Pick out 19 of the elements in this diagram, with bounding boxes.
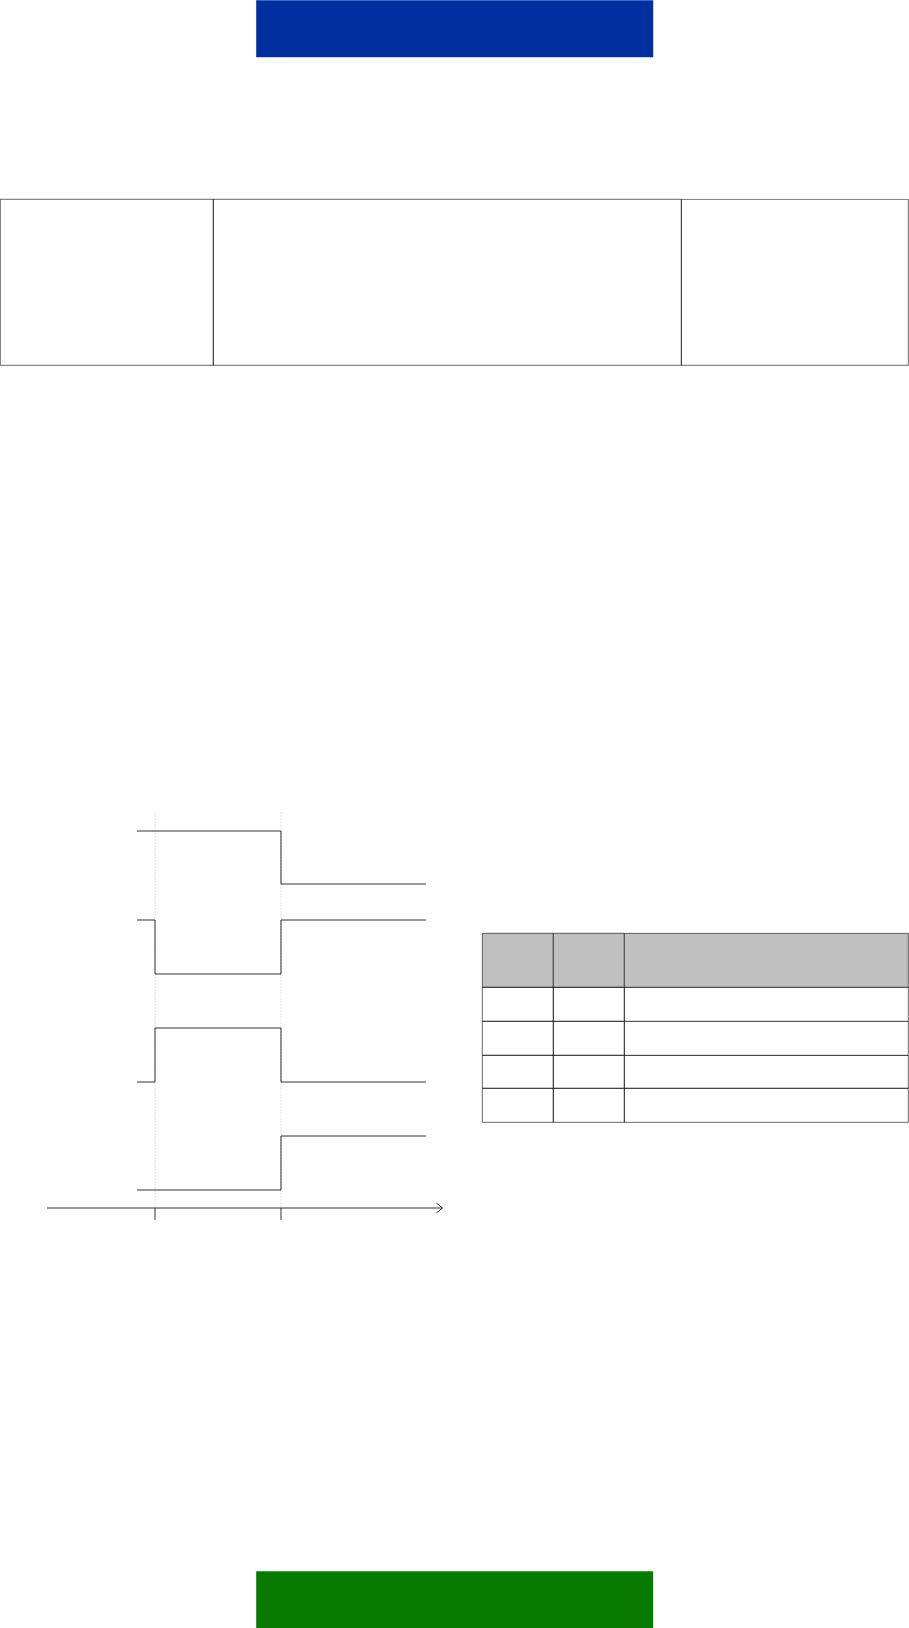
table-cell: [553, 1055, 625, 1089]
table-cell: [482, 933, 554, 988]
table-cell: [624, 987, 909, 1022]
table-cell: [553, 987, 625, 1022]
table-cell: [624, 1088, 909, 1123]
header-cell: [213, 199, 682, 366]
table-cell: [553, 1088, 625, 1123]
table-cell: [482, 1021, 554, 1056]
header-cell: [681, 199, 909, 366]
table-cell: [624, 1055, 909, 1089]
table-cell: [624, 1021, 909, 1056]
header-cell: [0, 199, 214, 366]
table-cell: [482, 987, 554, 1022]
banner-bar: [256, 0, 654, 58]
table-cell: [482, 1088, 554, 1123]
table-cell: [553, 933, 625, 988]
table-cell: [482, 1055, 554, 1089]
banner-bar: [256, 1571, 654, 1628]
table-cell: [553, 1021, 625, 1056]
